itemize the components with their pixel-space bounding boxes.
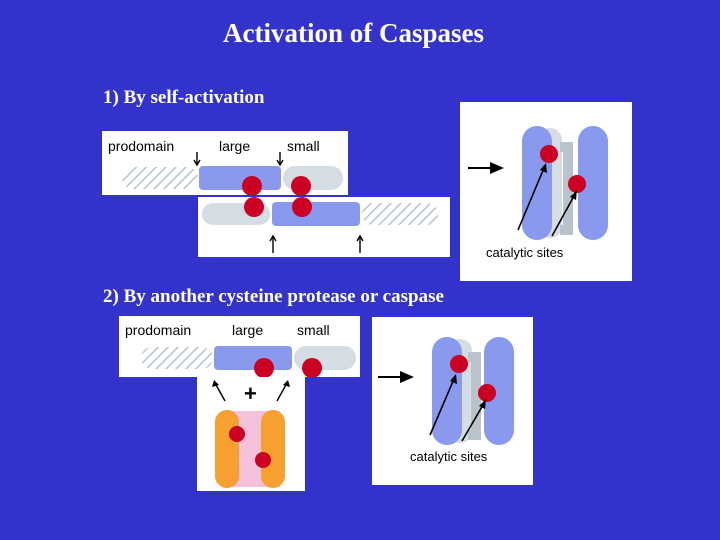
procaspase-1-panel: prodomain large small [102,131,348,195]
pointer-head-icon [450,374,457,384]
active-site-icon [450,355,468,373]
active-caspase-1-panel: catalytic sites [460,102,632,281]
cleavage-arrow-icon [356,234,364,253]
active-site-icon [255,452,271,468]
catalytic-sites-label: catalytic sites [410,449,488,464]
pointer-line [517,167,545,231]
large-subunit [272,202,360,226]
pointer-head-icon [283,380,290,387]
active-site-icon [478,384,496,402]
pointer-head-icon [212,380,219,387]
active-site-icon [244,197,264,217]
protease-subunit [215,410,239,488]
active-site-icon [568,175,586,193]
catalytic-sites-label: catalytic sites [486,245,564,260]
protease-panel: + [197,377,305,491]
prodomain-label: prodomain [125,322,191,338]
section-2-label: 2) By another cysteine protease or caspa… [103,286,444,307]
small-subunit-inner [468,352,481,440]
large-label: large [232,322,263,338]
small-subunit-inner [560,142,573,235]
arrow-head-icon [400,371,414,383]
procaspase-2-panel [198,197,450,257]
prodomain-segment [362,203,438,225]
large-label: large [219,138,250,154]
prodomain-segment [141,347,213,369]
pointer-line [461,404,484,442]
large-subunit [432,337,462,445]
active-site-icon [242,176,262,195]
pointer-line [276,382,288,402]
active-site-icon [254,358,274,377]
pointer-line [214,382,226,402]
active-caspase-2-panel: catalytic sites [372,317,533,485]
procaspase-3-panel: prodomain large small [119,316,360,377]
active-site-icon [292,197,312,217]
active-site-icon [291,176,311,195]
prodomain-label: prodomain [108,138,174,154]
pointer-head-icon [479,399,486,409]
plus-sign: + [244,381,257,406]
active-site-icon [229,426,245,442]
section-1-label: 1) By self-activation [103,87,265,108]
small-label: small [287,138,320,154]
large-subunit [484,337,514,445]
active-site-icon [540,145,558,163]
pointer-head-icon [570,190,577,200]
pointer-head-icon [540,163,547,173]
cleavage-arrow-icon [193,152,201,167]
pointer-line [551,195,575,237]
pointer-line [429,378,455,436]
slide-title: Activation of Caspases [223,18,484,48]
cleavage-arrow-icon [276,152,284,167]
arrow-head-icon [490,162,504,174]
protease-subunit [261,410,285,488]
small-label: small [297,322,330,338]
prodomain-segment [122,167,198,189]
active-site-icon [302,358,322,377]
large-subunit [214,346,292,370]
cleavage-arrow-icon [269,234,277,253]
large-subunit [578,126,608,240]
large-subunit [199,166,281,190]
